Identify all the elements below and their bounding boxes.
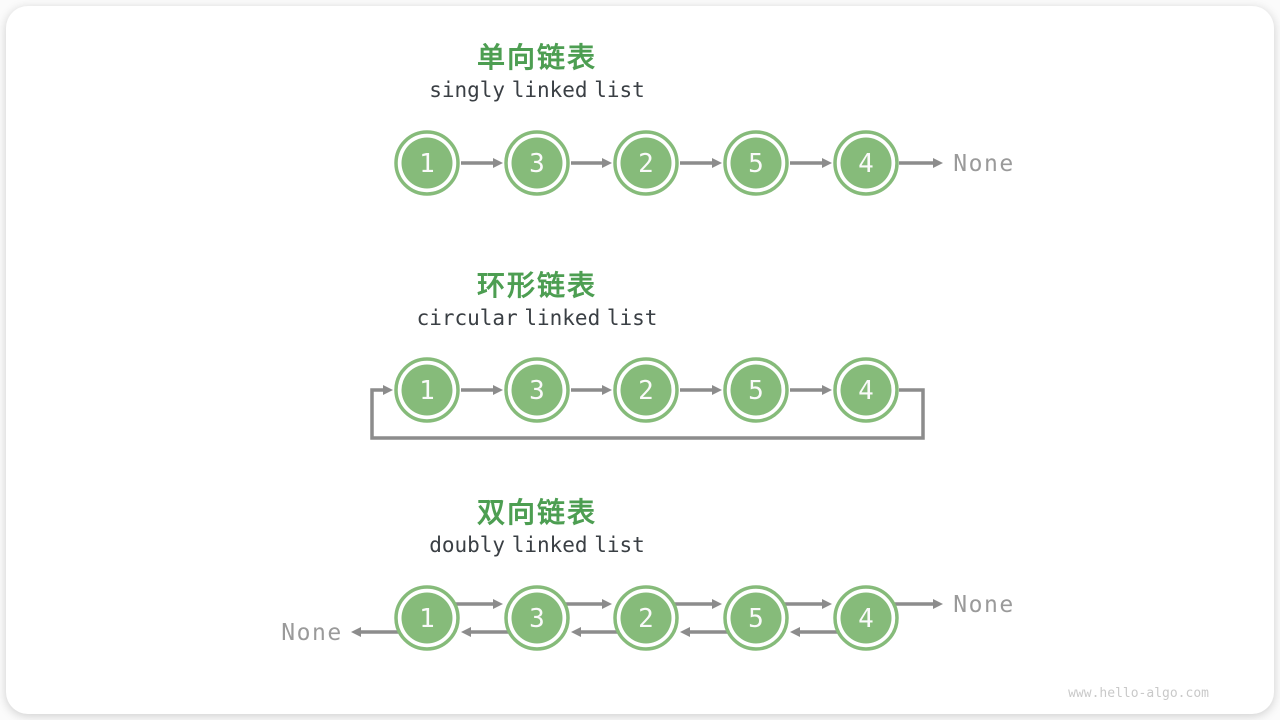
list-node: 5 xyxy=(723,130,789,196)
watermark: www.hello-algo.com xyxy=(1068,686,1209,701)
node-fill xyxy=(620,592,672,644)
node-fill xyxy=(401,364,453,416)
node-value: 2 xyxy=(638,149,654,179)
node-fill xyxy=(730,592,782,644)
node-value: 1 xyxy=(419,604,435,634)
node-value: 4 xyxy=(858,604,874,634)
list-node: 1 xyxy=(394,130,460,196)
circular-title-zh: 环形链表 xyxy=(476,270,597,301)
list-node: 5 xyxy=(723,585,789,651)
list-node: 2 xyxy=(613,130,679,196)
node-fill xyxy=(620,364,672,416)
node-value: 2 xyxy=(638,604,654,634)
node-fill xyxy=(511,364,563,416)
node-value: 3 xyxy=(529,604,545,634)
section-singly-linked-list: 单向链表 singly linked list xyxy=(337,43,737,103)
section-doubly-linked-list: 双向链表 doubly linked list xyxy=(337,498,737,558)
circular-subtitle-en: circular linked list xyxy=(416,306,658,330)
list-node: 4 xyxy=(833,585,899,651)
node-fill xyxy=(840,137,892,189)
list-node: 1 xyxy=(394,357,460,423)
list-node: 4 xyxy=(833,130,899,196)
loop-back-path xyxy=(370,385,925,440)
doubly-subtitle-en: doubly linked list xyxy=(429,533,645,557)
node-value: 4 xyxy=(858,376,874,406)
node-fill xyxy=(840,592,892,644)
node-value: 3 xyxy=(529,376,545,406)
list-node: 3 xyxy=(504,357,570,423)
node-value: 2 xyxy=(638,376,654,406)
list-node: 2 xyxy=(613,357,679,423)
node-value: 5 xyxy=(748,376,764,406)
list-node: 4 xyxy=(833,357,899,423)
node-value: 1 xyxy=(419,376,435,406)
node-fill xyxy=(730,137,782,189)
doubly-title-zh: 双向链表 xyxy=(476,497,597,528)
list-node: 5 xyxy=(723,357,789,423)
section-circular-linked-list: 环形链表 circular linked list xyxy=(337,271,737,331)
tail-none-label: None xyxy=(953,592,1014,618)
node-fill xyxy=(620,137,672,189)
node-value: 5 xyxy=(748,149,764,179)
list-node: 3 xyxy=(504,585,570,651)
list-node: 3 xyxy=(504,130,570,196)
tail-none-label: None xyxy=(953,151,1014,177)
head-none-label: None xyxy=(281,620,342,646)
diagram-card: 单向链表 singly linked list 环形链表 circular li… xyxy=(6,6,1274,714)
list-node: 2 xyxy=(613,585,679,651)
node-fill xyxy=(730,364,782,416)
node-fill xyxy=(401,592,453,644)
node-fill xyxy=(511,592,563,644)
node-value: 1 xyxy=(419,149,435,179)
list-node: 1 xyxy=(394,585,460,651)
node-value: 4 xyxy=(858,149,874,179)
singly-title-zh: 单向链表 xyxy=(476,42,597,73)
node-fill xyxy=(511,137,563,189)
node-value: 5 xyxy=(748,604,764,634)
node-fill xyxy=(401,137,453,189)
node-value: 3 xyxy=(529,149,545,179)
node-fill xyxy=(840,364,892,416)
singly-subtitle-en: singly linked list xyxy=(429,78,645,102)
